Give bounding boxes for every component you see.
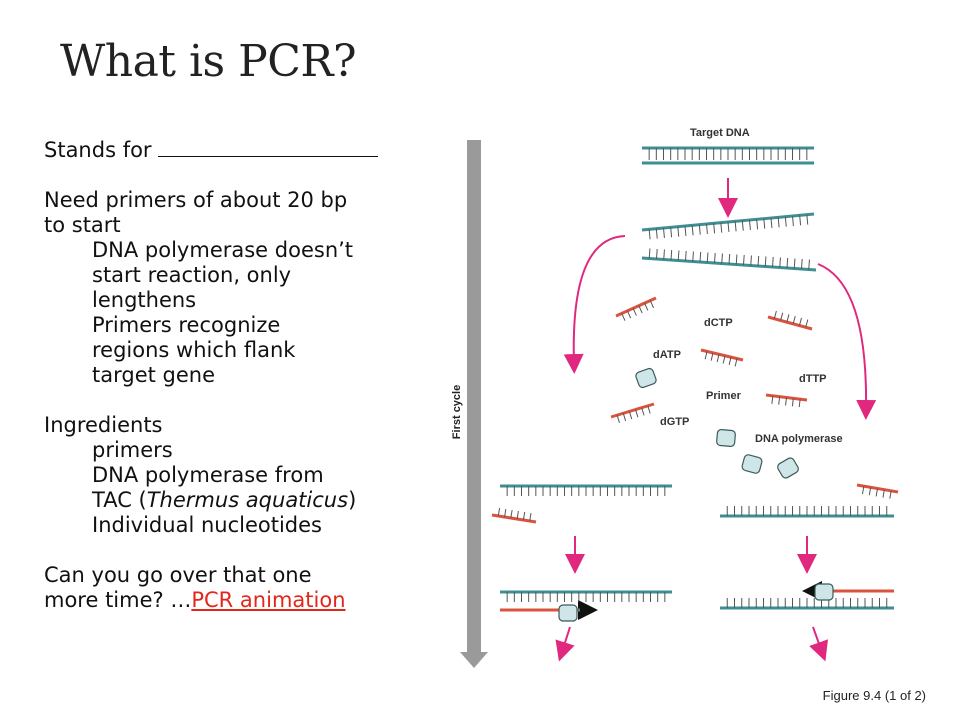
left-anneal-arrow: [563, 235, 626, 374]
question-prefix: more time? …: [44, 588, 192, 612]
stands-for-line: Stands for: [44, 138, 444, 163]
free-primer-4: [765, 393, 808, 408]
dna-polymerase-label: DNA polymerase: [755, 433, 843, 445]
polymerase-blob-3: [741, 454, 763, 474]
denatured-strand-top: [641, 212, 815, 240]
left-continue-arrow: [555, 626, 575, 662]
pcr-figure: First cycle Target DNA dCTP dATP dTTP Pr…: [420, 112, 940, 672]
extending-template-right: [720, 598, 894, 610]
annealed-strand-right: [720, 506, 894, 518]
sub-point-5: regions which flank: [92, 338, 296, 362]
polymerase-blob-1: [635, 367, 657, 389]
target-dna-label: Target DNA: [690, 127, 750, 139]
target-dna-top: [642, 146, 814, 160]
question-line-1: Can you go over that one: [44, 563, 312, 587]
free-primer-1: [615, 296, 657, 321]
annealed-strand-left: [500, 484, 672, 496]
right-anneal-arrow: [817, 263, 877, 420]
primers-line-2: to start: [44, 213, 121, 237]
polymerase-blob-4: [777, 457, 799, 479]
slide-body: Stands for Need primers of about 20 bp t…: [44, 138, 444, 613]
sub-point-2: start reaction, only: [92, 263, 292, 287]
ingredient-polymerase: DNA polymerase from: [92, 463, 324, 487]
dctp-label: dCTP: [704, 317, 733, 329]
free-primer-3: [700, 348, 744, 367]
pcr-diagram: First cycle Target DNA dCTP dATP dTTP Pr…: [451, 127, 899, 668]
figure-caption: Figure 9.4 (1 of 2): [822, 688, 926, 703]
right-continue-arrow: [809, 626, 829, 662]
cycle-bar-arrowhead: [460, 652, 488, 668]
ingredient-nucleotides: Individual nucleotides: [92, 513, 322, 537]
sub-point-1: DNA polymerase doesn’t: [92, 238, 354, 262]
fill-in-blank: [157, 138, 378, 157]
ingredients-heading: Ingredients: [44, 413, 163, 437]
dgtp-label: dGTP: [660, 416, 689, 428]
dttp-label: dTTP: [799, 373, 827, 385]
polymerase-blob-2: [716, 428, 736, 448]
species-name: Thermus aquaticus: [146, 488, 349, 512]
spacer: [44, 538, 444, 563]
denatured-strand-bottom: [641, 248, 817, 272]
free-primer-2: [767, 310, 813, 331]
datp-label: dATP: [653, 349, 681, 361]
free-primer-5: [610, 402, 655, 423]
cycle-bar: [467, 140, 481, 660]
first-cycle-label: First cycle: [451, 385, 463, 439]
ingredient-primers: primers: [92, 438, 173, 462]
primers-line-1: Need primers of about 20 bp: [44, 188, 348, 212]
source-prefix: TAC (: [92, 488, 147, 512]
stands-for-text: Stands for: [44, 138, 152, 162]
question-line-2: more time? …PCR animation: [44, 588, 444, 613]
primer-label: Primer: [706, 390, 742, 402]
sub-point-3: lengthens: [92, 288, 197, 312]
spacer: [44, 163, 444, 188]
source-suffix: ): [348, 488, 357, 512]
extending-template-left: [500, 590, 672, 602]
annealed-primer-left: [491, 508, 537, 524]
ingredient-source: TAC (Thermus aquaticus): [44, 488, 444, 513]
sub-point-6: target gene: [92, 363, 216, 387]
annealed-primer-right: [856, 483, 899, 499]
pcr-animation-link[interactable]: PCR animation: [191, 588, 346, 612]
spacer: [44, 388, 444, 413]
slide-title: What is PCR?: [60, 36, 357, 87]
polymerase-blob-6: [814, 583, 834, 601]
sub-point-4: Primers recognize: [92, 313, 281, 337]
polymerase-blob-5: [558, 604, 578, 622]
